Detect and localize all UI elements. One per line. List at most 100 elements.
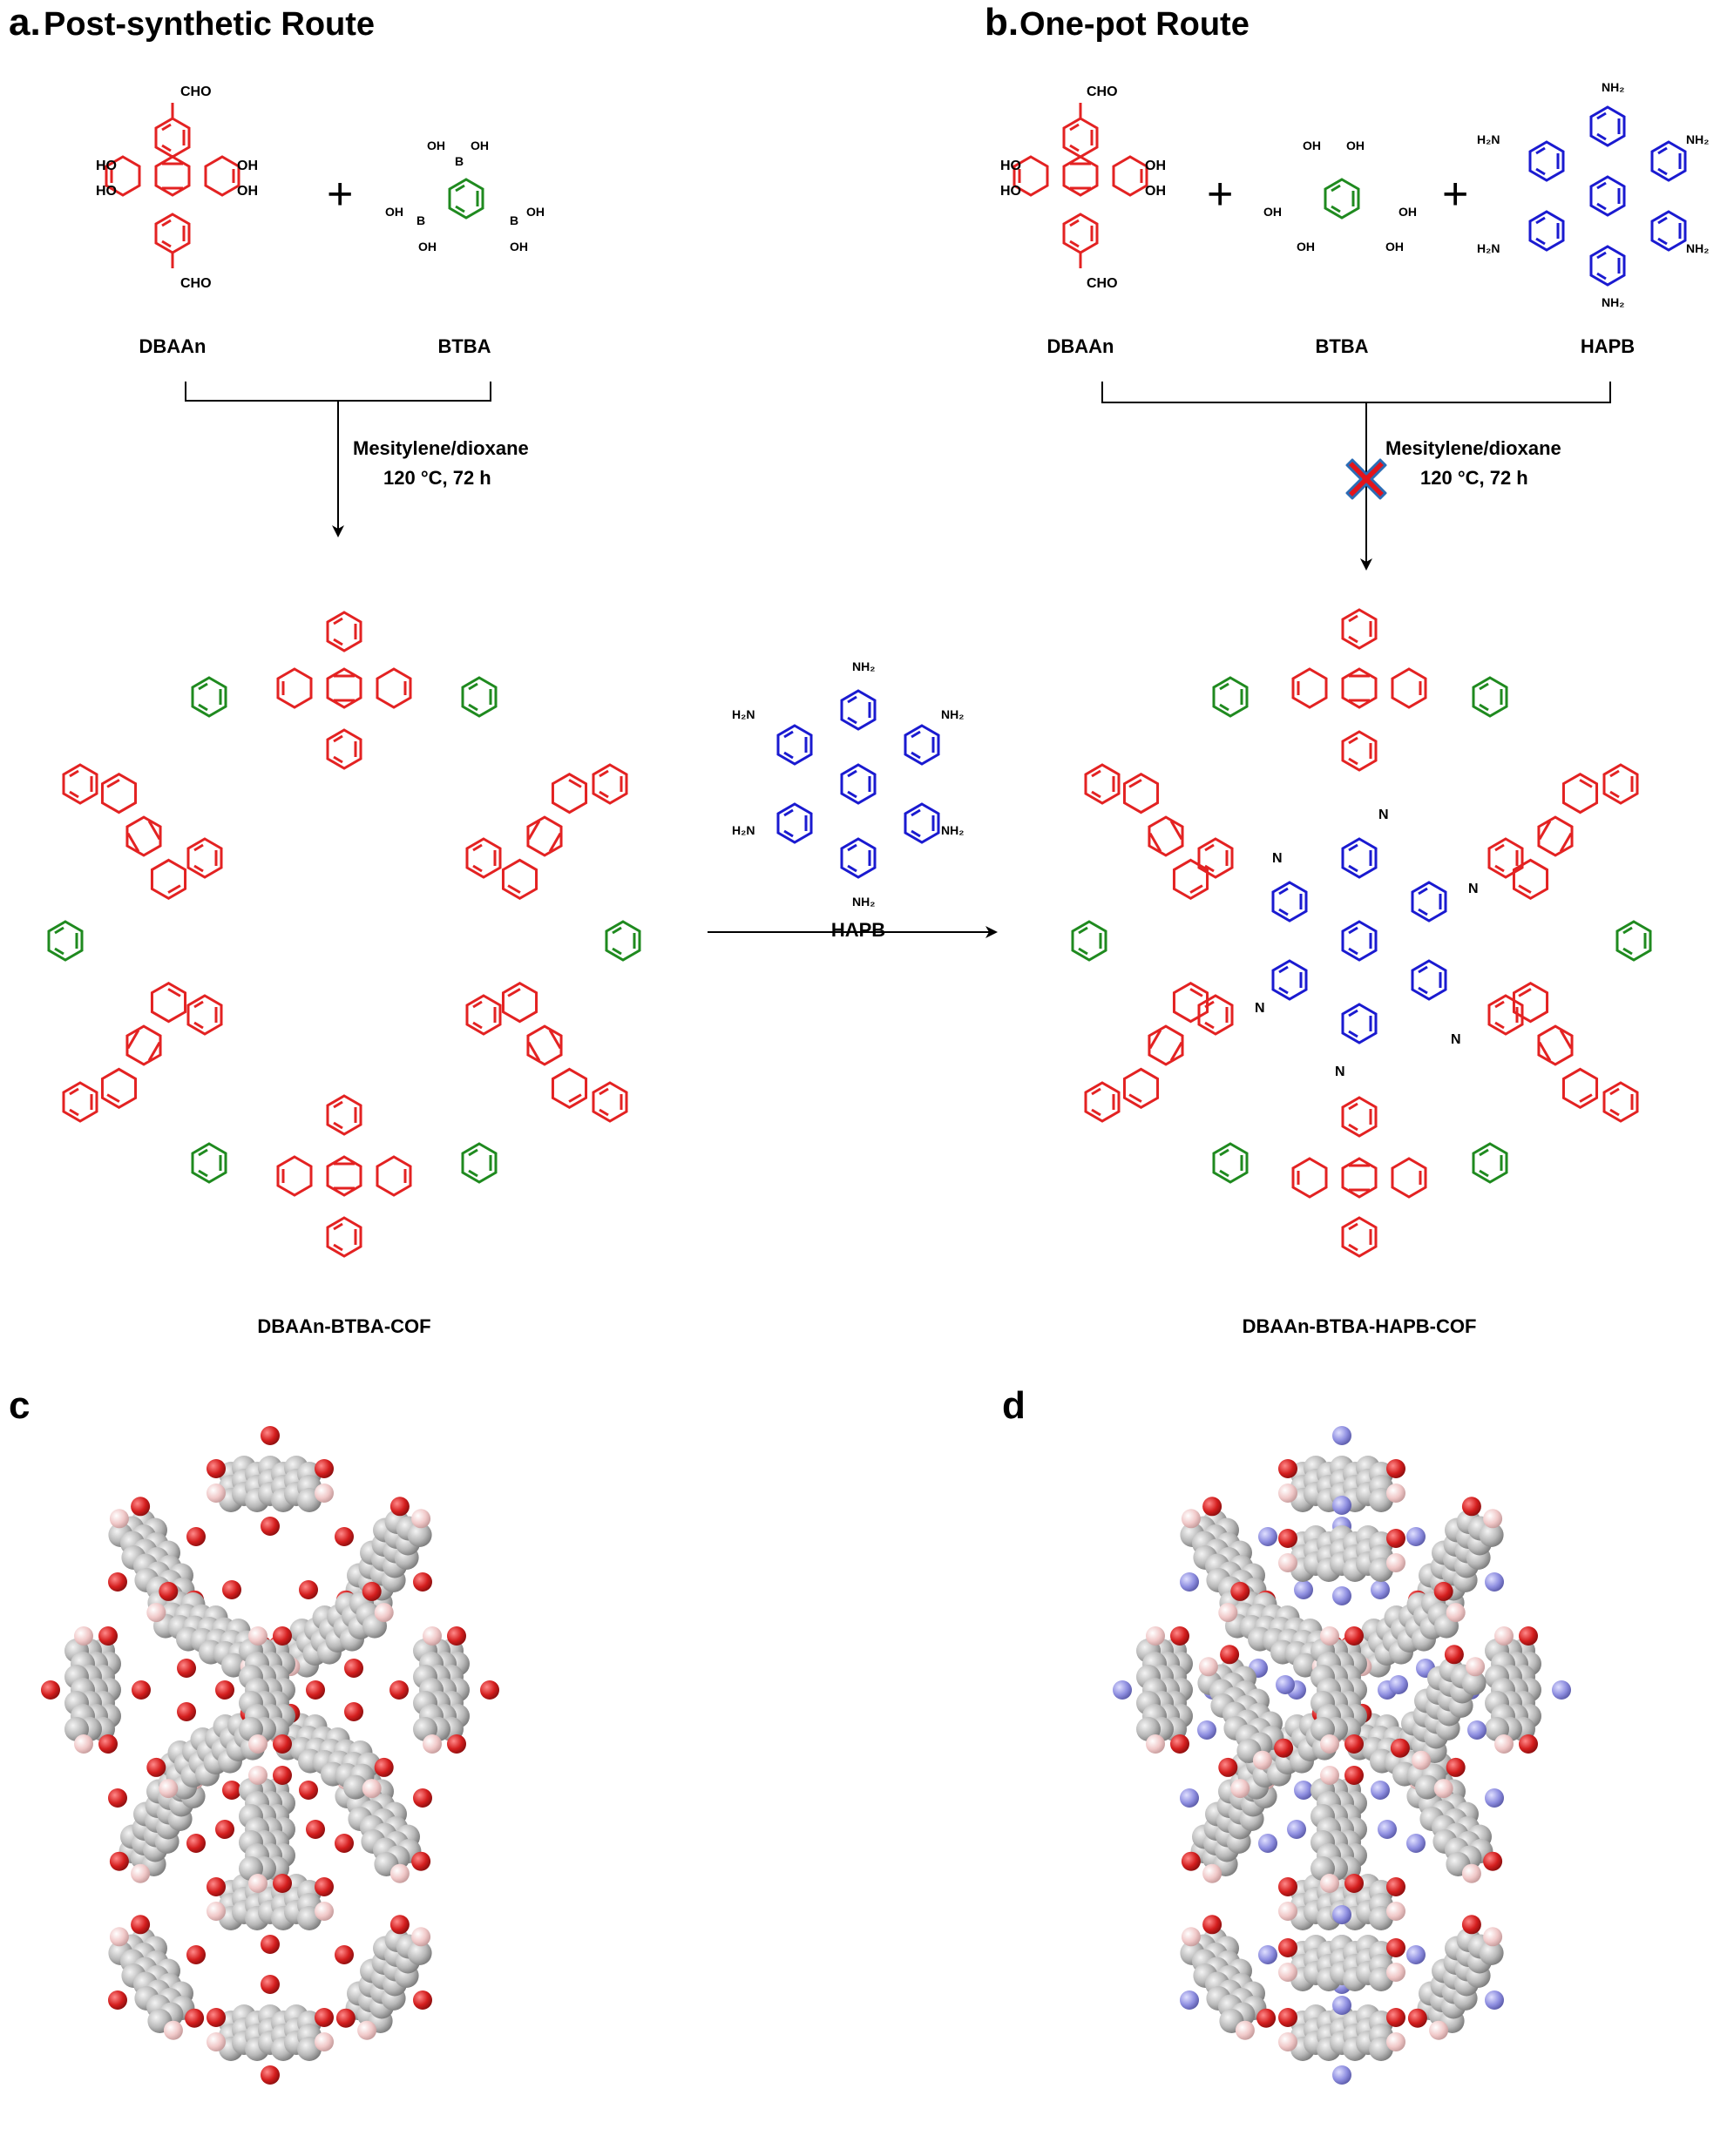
oxygen-atom <box>261 1935 280 1954</box>
boron-atom <box>1386 1553 1405 1572</box>
boron-atom <box>1278 1902 1297 1921</box>
nitrogen-atom <box>1485 1990 1504 2010</box>
boron-atom <box>1494 1734 1514 1754</box>
oxygen-atom <box>215 1680 234 1700</box>
boron-atom <box>109 1509 129 1529</box>
nitrogen-atom <box>1332 2065 1351 2085</box>
boron-atom <box>1386 2032 1405 2051</box>
dbaan-label: DBAAn <box>139 335 207 357</box>
nitrogen-atom <box>1258 1945 1277 1964</box>
hapb-label: HAPB <box>1581 335 1635 357</box>
cho-label: CHO <box>1087 276 1118 291</box>
boron-atom <box>1146 1734 1165 1754</box>
oxygen-atom <box>1344 1766 1364 1785</box>
boron-atom <box>1278 2032 1297 2051</box>
nh2-label: NH₂ <box>1602 295 1624 309</box>
oxygen-atom <box>480 1680 499 1700</box>
oxygen-atom <box>1519 1626 1538 1646</box>
oxygen-atom <box>1278 1938 1297 1957</box>
boron-atom <box>389 1863 410 1883</box>
boron-atom <box>1320 1874 1339 1893</box>
btba-label: BTBA <box>437 335 491 357</box>
oxygen-atom <box>306 1820 325 1839</box>
boron-atom <box>315 2032 334 2051</box>
carbon-atom <box>1293 1652 1317 1678</box>
oxygen-atom <box>109 1851 129 1871</box>
oxygen-atom <box>315 1459 334 1478</box>
oxygen-atom <box>207 1459 226 1478</box>
panel-d-letter: d <box>1002 1384 1026 1427</box>
oxygen-atom <box>413 1788 432 1808</box>
oxygen-atom <box>1230 1581 1250 1601</box>
oh-label: OH <box>526 205 545 219</box>
oxygen-atom <box>261 1426 280 1445</box>
oxygen-atom <box>306 1680 325 1700</box>
oxygen-atom <box>1170 1734 1189 1754</box>
oh-label: OH <box>1385 240 1404 253</box>
oxygen-atom <box>146 1757 166 1777</box>
plus-sign: + <box>1442 169 1468 220</box>
oxygen-atom <box>413 1990 432 2010</box>
oxygen-atom <box>299 1580 318 1599</box>
oh-label: OH <box>1145 184 1166 199</box>
nitrogen-atom <box>1287 1820 1306 1839</box>
oxygen-atom <box>1344 1626 1364 1646</box>
condition-solvent: Mesitylene/dioxane <box>1385 437 1561 459</box>
boron-atom <box>1433 1779 1453 1799</box>
oxygen-atom <box>207 2008 226 2027</box>
nitrogen-atom <box>1332 1496 1351 1515</box>
nitrogen-atom <box>1406 1527 1426 1546</box>
oxygen-atom <box>261 1975 280 1994</box>
boron-atom <box>1483 1509 1503 1529</box>
boron-atom <box>1483 1927 1503 1947</box>
oxygen-atom <box>1461 1497 1481 1517</box>
boron-atom <box>362 1779 382 1799</box>
oxygen-atom <box>1278 1529 1297 1548</box>
reactant-bracket <box>185 382 491 402</box>
oxygen-atom <box>389 1497 410 1517</box>
nitrogen-atom <box>1113 1680 1132 1700</box>
cof-a-structure <box>47 611 641 1258</box>
nitrogen-atom <box>1294 1781 1313 1800</box>
benzene-ring <box>448 178 484 220</box>
oxygen-atom <box>1218 1757 1238 1777</box>
panel-c-letter: c <box>9 1384 30 1427</box>
oxygen-atom <box>159 1581 179 1601</box>
panel-a-dbaan-molecule: CHO CHO HO HO OH OH <box>96 84 258 291</box>
oxygen-atom <box>447 1734 466 1754</box>
nitrogen-atom <box>1389 1675 1408 1694</box>
oxygen-atom <box>1344 1734 1364 1754</box>
ho-label: HO <box>96 184 117 199</box>
boron-atom <box>1278 1484 1297 1503</box>
nitrogen-atom <box>1332 1996 1351 2015</box>
oxygen-atom <box>185 2008 205 2028</box>
nitrogen-atom <box>1485 1572 1504 1592</box>
oxygen-atom <box>131 1497 151 1517</box>
oxygen-atom <box>222 1781 241 1800</box>
nitrogen-atom <box>1197 1720 1216 1740</box>
oh-label: OH <box>237 159 258 173</box>
oxygen-atom <box>1278 2008 1297 2027</box>
oxygen-atom <box>108 1990 127 2010</box>
nh2-label: NH₂ <box>1686 241 1709 255</box>
boron-atom <box>1146 1626 1165 1646</box>
oh-label: OH <box>1399 205 1417 219</box>
oxygen-atom <box>222 1580 241 1599</box>
boron-atom <box>315 1902 334 1921</box>
nitrogen-atom <box>1552 1680 1571 1700</box>
oxygen-atom <box>1344 1874 1364 1893</box>
oh-label: OH <box>237 184 258 199</box>
nh2-label: NH₂ <box>1602 80 1624 94</box>
btba-label: BTBA <box>1315 335 1368 357</box>
oxygen-atom <box>315 2008 334 2027</box>
nitrogen-atom <box>1371 1781 1390 1800</box>
nitrogen-atom <box>1467 1720 1487 1740</box>
oxygen-atom <box>1386 1938 1405 1957</box>
carbon-atom <box>221 1652 246 1678</box>
boron-atom <box>1386 1902 1405 1921</box>
ho-label: HO <box>1000 184 1021 199</box>
oh-label: OH <box>1346 139 1365 152</box>
oxygen-atom <box>1202 1915 1222 1935</box>
boron-atom <box>1252 1750 1272 1770</box>
boron-atom <box>1235 2020 1255 2040</box>
